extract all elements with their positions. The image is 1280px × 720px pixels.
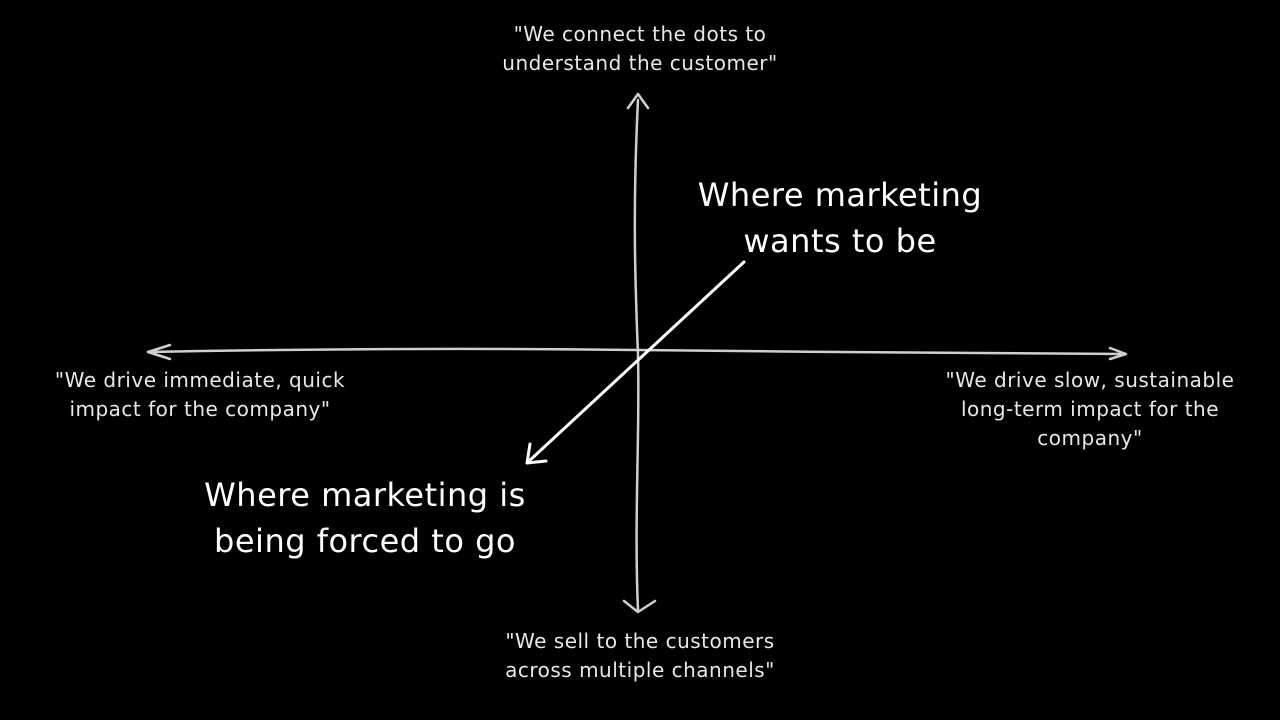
axis-bottom-label: "We sell to the customers across multipl…: [505, 629, 775, 682]
forced-to-go-label: Where marketing is being forced to go: [204, 476, 526, 560]
vertical-axis-bottom-arrowhead: [622, 599, 657, 614]
vertical-axis-top-arrowhead: [626, 92, 650, 110]
diagonal-arrow-head: [525, 442, 548, 465]
axis-top-label: "We connect the dots to understand the c…: [502, 22, 778, 75]
wants-to-be-label: Where marketing wants to be: [697, 176, 983, 260]
axis-left-label: "We drive immediate, quick impact for th…: [54, 368, 346, 421]
horizontal-axis-right-arrowhead: [1108, 346, 1128, 361]
vertical-axis-line: [633, 98, 640, 612]
horizontal-axis-left-arrowhead: [146, 343, 172, 361]
diagonal-arrow-line: [526, 260, 746, 464]
horizontal-axis-line: [146, 347, 1127, 356]
axis-right-label: "We drive slow, sustainable long-term im…: [945, 368, 1235, 450]
